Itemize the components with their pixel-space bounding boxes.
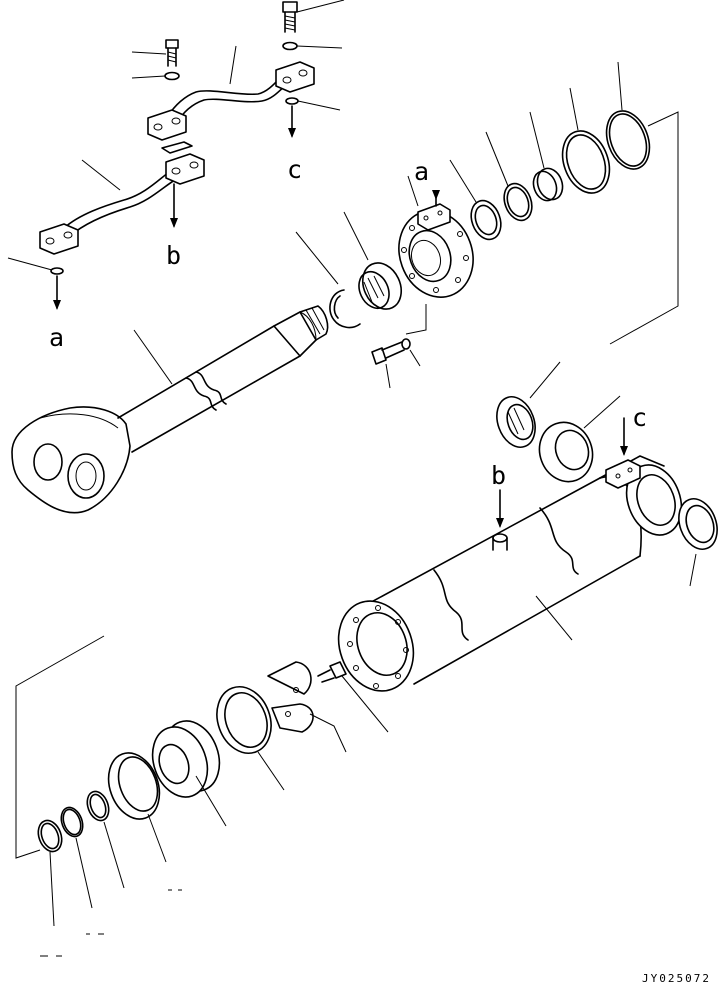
cylinder-head xyxy=(371,175,474,389)
callout-a-left: a xyxy=(49,323,64,352)
piston-rod xyxy=(11,305,329,514)
callout-c-tube: c xyxy=(632,403,647,432)
head-seal-rings xyxy=(449,61,679,345)
snap-ring-and-bushing xyxy=(295,211,403,329)
drawing-code: JY025072 xyxy=(642,972,711,984)
upper-pipe-assembly xyxy=(131,0,345,141)
callout-b-left: b xyxy=(166,241,181,270)
piston-subassembly xyxy=(15,635,389,957)
callout-a-head: a xyxy=(414,157,429,186)
cylinder-tube xyxy=(337,417,718,692)
lower-pipe-assembly xyxy=(7,141,205,310)
rod-bushing-and-collar xyxy=(496,361,621,483)
callout-b-tube: b xyxy=(491,461,506,490)
callout-c-upper: c xyxy=(287,155,302,184)
